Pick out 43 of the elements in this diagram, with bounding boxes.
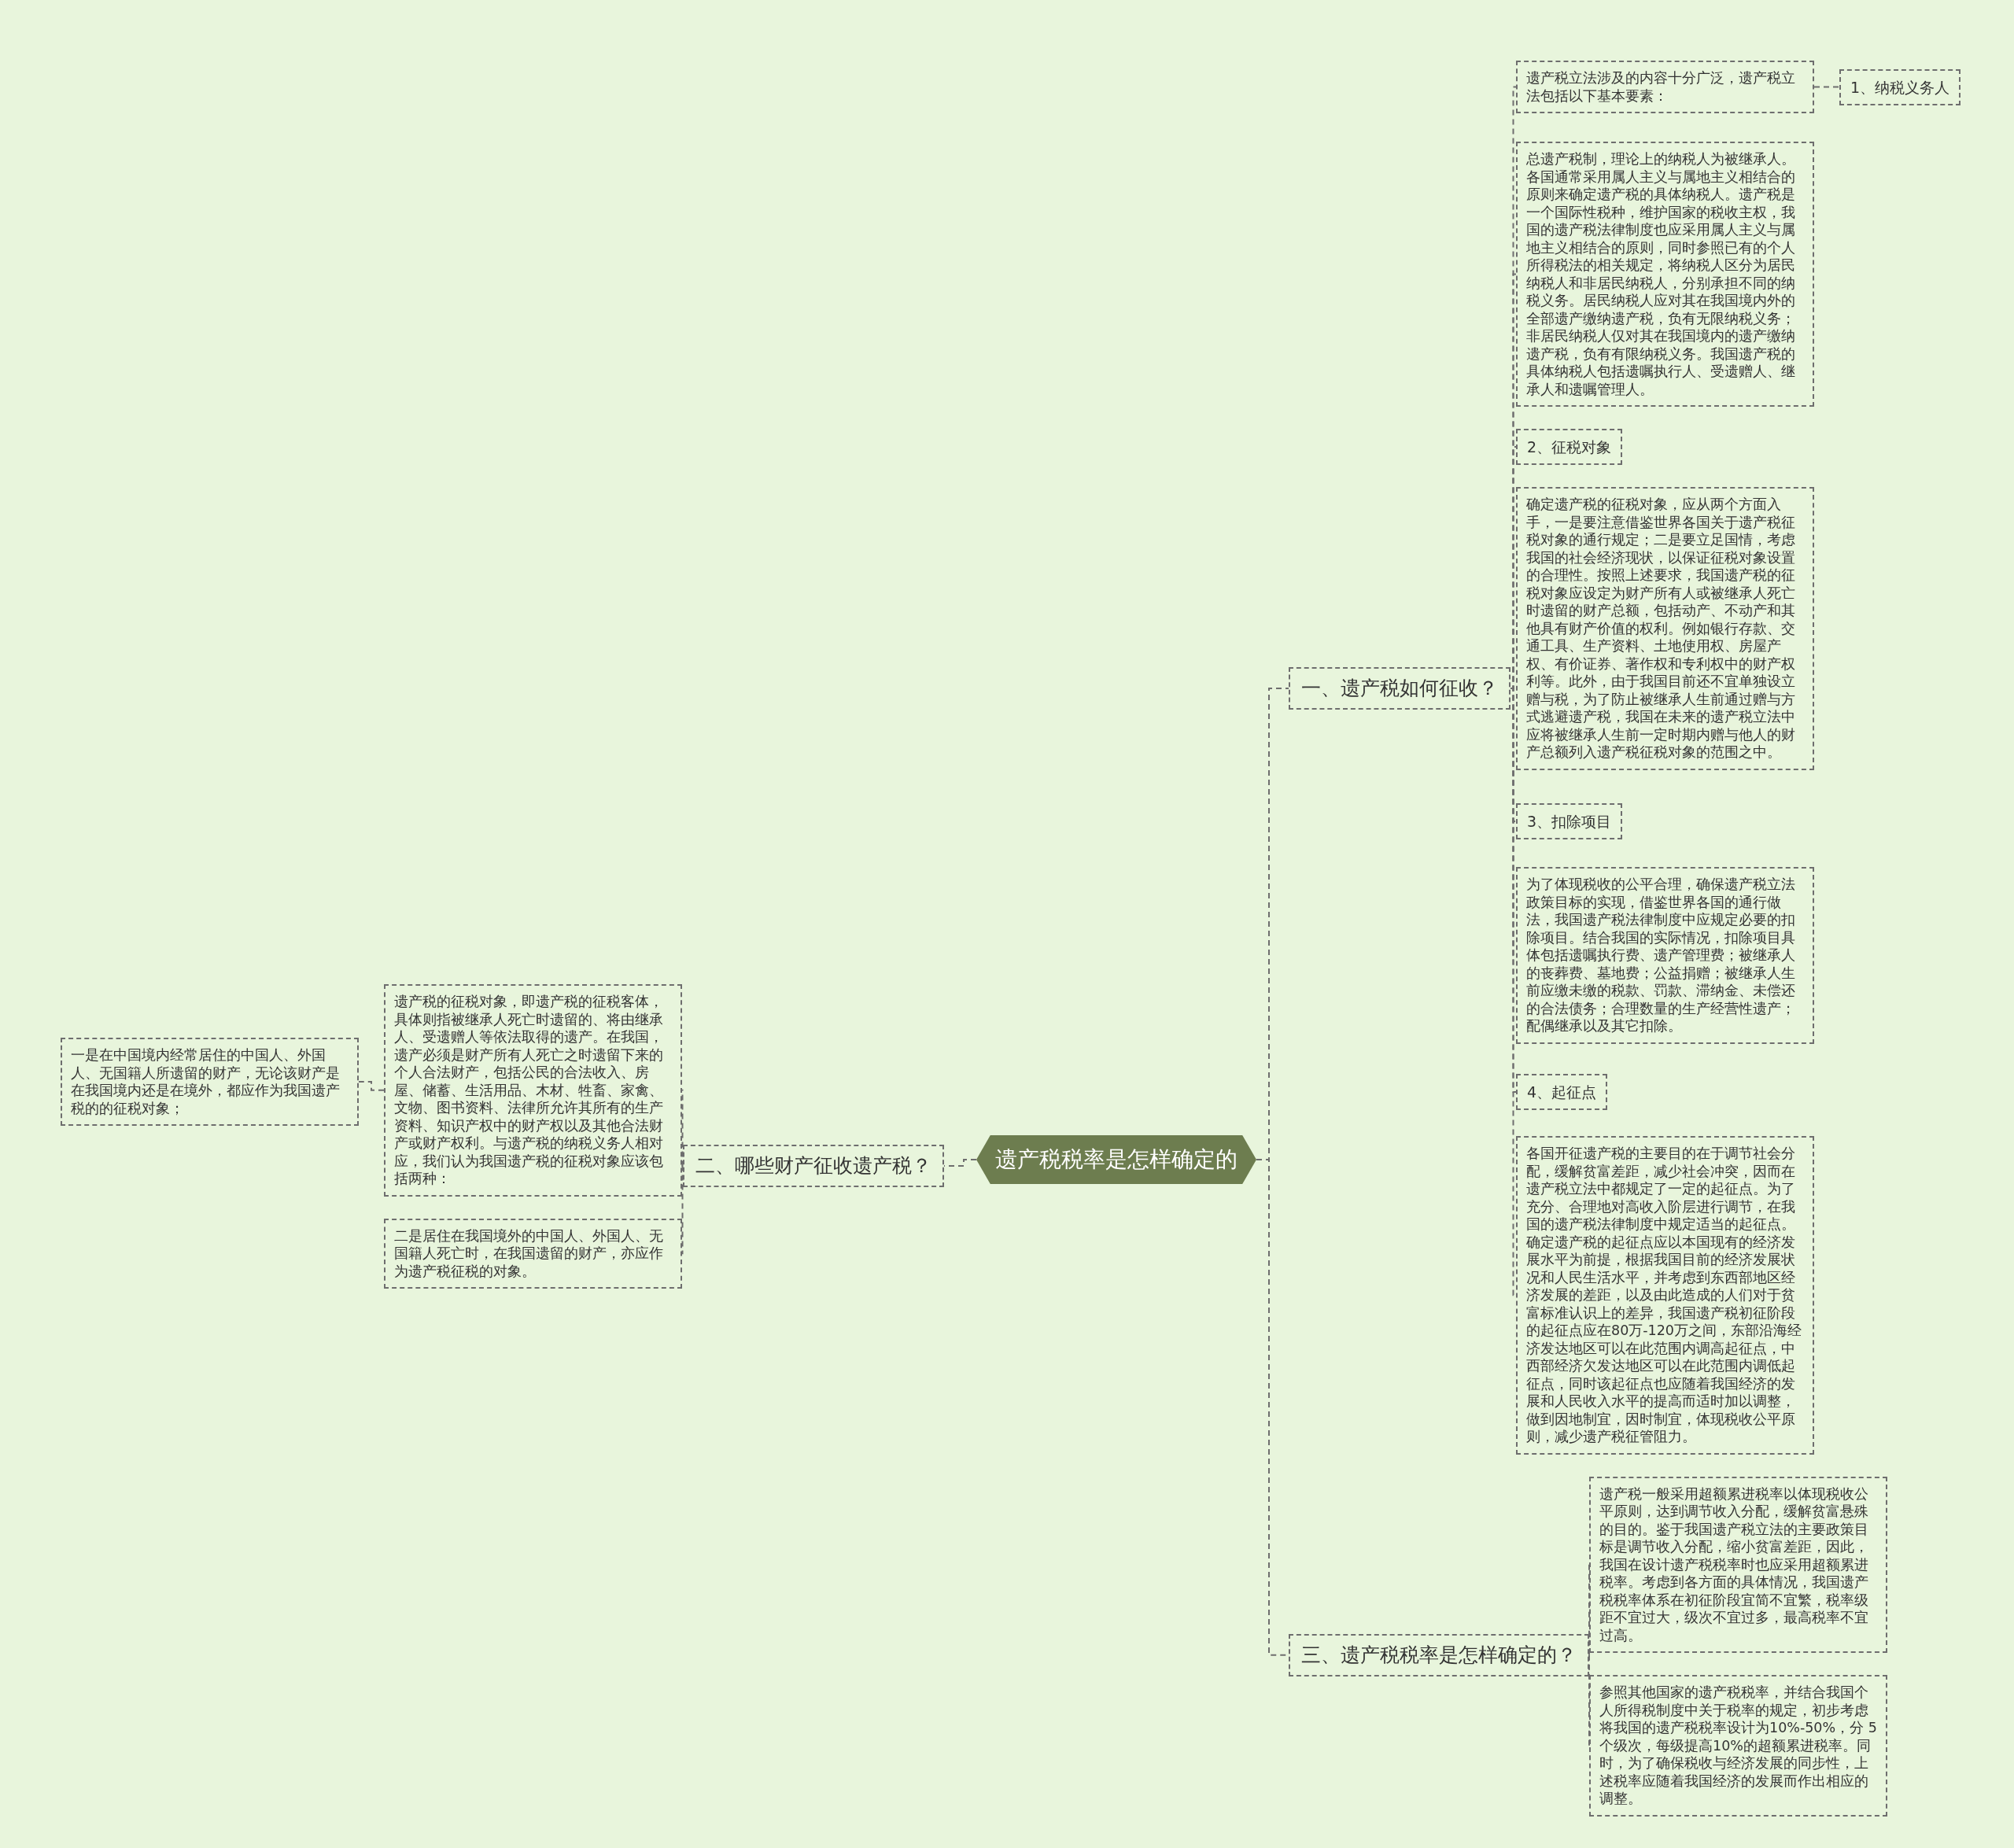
topic-box bbox=[1516, 1074, 1608, 1110]
topic-box bbox=[1289, 1633, 1589, 1676]
topic-label: 1、纳税义务人 bbox=[1850, 77, 1950, 97]
note-text: 遗产税的征税对象，即遗产税的征税客体，具体则指被继承人死亡时遗留的、将由继承人、受遗赠人等依法取得的遗产。在我国，遗产必须是财产所有人死亡之时遗留下来的个人合法财产，包括公民的合法收入、房屋、储蓄、生活用品、木材、牲畜、家禽、文物、图书资料、法律所允许其所有的生产资料、知识产权中的财产权以及其他合法财产或财产权利。与遗产税的纳税义务人相对应，我们认为我国遗产税的征税对象应该包括两种： bbox=[394, 993, 664, 1188]
note-box bbox=[384, 1218, 682, 1289]
topic-label: 2、征税对象 bbox=[1527, 437, 1612, 456]
note-text: 遗产税一般采用超额累进税率以体现税收公平原则，达到调节收入分配，缓解贫富悬殊的目的。鉴于我国遗产税立法的主要政策目标是调节收入分配，缩小贫富差距，因此，我国在设计遗产税税率时也应采用超额累进税率。考虑到各方面的具体情况，我国遗产税税率体系在初征阶段宜简不宜繁，税率级距不宜过大，级次不宜过多，最高税率不宜过高。 bbox=[1599, 1485, 1869, 1644]
topic-box bbox=[1516, 429, 1623, 465]
connector-line bbox=[681, 1165, 684, 1255]
topic-box bbox=[683, 1145, 944, 1187]
note-text: 确定遗产税的征税对象，应从两个方面入手，一是要注意借鉴世界各国关于遗产税征税对象的通行规定；二是要立足国情，考虑我国的社会经济现状，以保证征税对象设置的合理性。按照上述要求，我国遗产税的征税对象应设定为财产所有人或被继承人死亡时遗留的财产总额，包括动产、不动产和其他具有财产价值的权利。例如银行存款、交通工具、生产资料、土地使用权、房屋产权、有价证券、著作权和专利权中的财产权利等。此外，由于我国目前还不宜单独设立赠与税，为了防止被继承人生前通过赠与方式逃避遗产税，我国在未来的遗产税立法中应将被继承人生前一定时期内赠与他人的财产总额列入遗产税征税对象的范围之中。 bbox=[1526, 496, 1796, 762]
connector-line bbox=[943, 1159, 977, 1167]
note-box bbox=[1589, 1476, 1887, 1653]
note-text: 一是在中国境内经常居住的中国人、外国人、无国籍人所遗留的财产，无论该财产是在我国境内还是在境外，都应作为我国遗产税的的征税对象； bbox=[71, 1046, 341, 1117]
note-text: 总遗产税制，理论上的纳税人为被继承人。各国通常采用属人主义与属地主义相结合的原则来确定遗产税的具体纳税人。遗产税是一个国际性税种，维护国家的税收主权，我国的遗产税法律制度也应采用属人主义与属地主义相结合的原则，同时参照已有的个人所得税法的相关规定，将纳税人区分为居民纳税人和非居民纳税人，分别承担不同的纳税义务。居民纳税人应对其在我国境内外的全部遗产缴纳遗产税，负有无限纳税义务；非居民纳税人仅对其在我国境内的遗产缴纳遗产税，负有有限纳税义务。我国遗产税的具体纳税人包括遗嘱执行人、受遗赠人、继承人和遗嘱管理人。 bbox=[1526, 150, 1796, 398]
topic-label: 遗产税税率是怎样确定的 bbox=[995, 1146, 1238, 1173]
note-box bbox=[1516, 487, 1814, 770]
note-box bbox=[1516, 61, 1814, 113]
note-box bbox=[1589, 1675, 1887, 1817]
connector-line bbox=[681, 1089, 684, 1167]
topic-label: 3、扣除项目 bbox=[1527, 812, 1612, 831]
note-text: 遗产税立法涉及的内容十分广泛，遗产税立法包括以下基本要素： bbox=[1526, 69, 1796, 105]
note-box bbox=[1516, 867, 1814, 1044]
note-text: 各国开征遗产税的主要目的在于调节社会分配，缓解贫富差距，减少社会冲突，因而在遗产税立法中都规定了一定的起征点。为了充分、合理地对高收入阶层进行调节，在我国的遗产税法律制度中规定适当的起征点。确定遗产税的起征点应以本国现有的经济发展水平为前提，根据我国目前的经济发展状况和人民生活水平，并考虑到东西部地区经济发展的差距，以及由此造成的人们对于贫富标准认识上的差异，我国遗产税初征阶段的起征点应在80万-120万之间，东部沿海经济发达地区可以在此范围内调高起征点，中西部经济欠发达地区可以在此范围内调低起征点，同时该起征点也应随着我国经济的发展和人民收入水平的提高而适时加以调整，做到因地制宜，因时制宜，体现税收公平原则，减少遗产税征管阻力。 bbox=[1526, 1145, 1802, 1446]
note-text: 二是居住在我国境外的中国人、外国人、无国籍人死亡时，在我国遗留的财产，亦应作为遗产税征税的对象。 bbox=[394, 1226, 664, 1280]
note-text: 参照其他国家的遗产税税率，并结合我国个人所得税制度中关于税率的规定，初步考虑将我国的遗产税税率设计为10%-50%，分 5 个级次，每级提高10%的超额累进税率。同时，为了确保税收与经济发展的同步性，上述税率应随着我国经济的发展而作出相应的调整。 bbox=[1599, 1684, 1877, 1808]
connector-line bbox=[1813, 86, 1840, 88]
note-box bbox=[1516, 142, 1814, 407]
topic-label: 三、遗产税税率是怎样确定的？ bbox=[1301, 1643, 1577, 1667]
central-topic bbox=[976, 1135, 1256, 1184]
connector-line bbox=[358, 1081, 385, 1091]
note-box bbox=[61, 1038, 359, 1126]
note-text: 为了体现税收的公平合理，确保遗产税立法政策目标的实现，借鉴世界各国的通行做法，我国遗产税法律制度中应规定必要的扣除项目。结合我国的实际情况，扣除项目具体包括遗嘱执行费、遗产管理费；被继承人的丧葬费、墓地费；公益捐赠；被继承人生前应缴未缴的税款、罚款、滞纳金、未偿还的合法债务；合理数量的生产经营性遗产；配偶继承以及其它扣除。 bbox=[1526, 876, 1796, 1035]
topic-label: 4、起征点 bbox=[1527, 1083, 1597, 1101]
topic-label: 一、遗产税如何征收？ bbox=[1301, 677, 1498, 700]
connector-line bbox=[1588, 1654, 1590, 1747]
topic-box bbox=[1839, 68, 1961, 105]
topic-label: 二、哪些财产征收遗产税？ bbox=[695, 1154, 931, 1178]
connector-line bbox=[1588, 1563, 1590, 1656]
connector-line bbox=[1510, 688, 1517, 1297]
topic-box bbox=[1289, 667, 1510, 710]
note-box bbox=[384, 984, 682, 1197]
topic-box bbox=[1516, 803, 1623, 839]
